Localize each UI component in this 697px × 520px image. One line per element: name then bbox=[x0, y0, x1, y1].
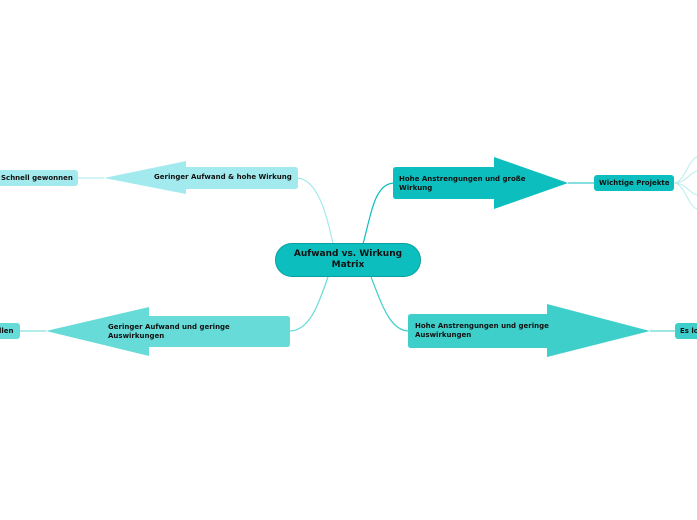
topic-high-effort-low-impact[interactable]: Hohe Anstrengungen und geringe Auswirkun… bbox=[415, 322, 549, 340]
central-topic-line2: Matrix bbox=[331, 260, 365, 270]
topic-low-effort-low-impact[interactable]: Geringer Aufwand und geringe Auswirkunge… bbox=[108, 323, 230, 341]
topic-high-effort-low-impact-line1: Hohe Anstrengungen und geringe bbox=[415, 322, 549, 330]
connector-top-right bbox=[362, 182, 394, 245]
leaf-bottom-left-label: llen bbox=[0, 326, 14, 335]
arrow-top-left bbox=[104, 161, 298, 194]
topic-high-effort-high-impact[interactable]: Hohe Anstrengungen und große Wirkung bbox=[399, 175, 526, 193]
leaf-important-projects-label: Wichtige Projekte bbox=[599, 178, 670, 187]
topic-low-effort-high-impact-label: Geringer Aufwand & hohe Wirkung bbox=[154, 173, 292, 181]
leaf-quick-wins[interactable]: Schnell gewonnen bbox=[0, 170, 78, 186]
topic-high-effort-low-impact-line2: Auswirkungen bbox=[415, 331, 472, 339]
arrow-bottom-left bbox=[46, 307, 290, 356]
topic-low-effort-low-impact-line1: Geringer Aufwand und geringe bbox=[108, 323, 230, 331]
leaf-bottom-right[interactable]: Es lo bbox=[675, 323, 697, 339]
connector-bottom-left bbox=[289, 276, 329, 332]
central-topic[interactable]: Aufwand vs. Wirkung Matrix bbox=[275, 243, 421, 277]
connector-top-left bbox=[297, 177, 334, 245]
topic-high-effort-high-impact-line1: Hohe Anstrengungen und große bbox=[399, 175, 526, 183]
topic-high-effort-high-impact-line2: Wirkung bbox=[399, 184, 433, 192]
leaf-bottom-right-label: Es lo bbox=[680, 326, 697, 335]
leaf-bottom-left[interactable]: llen bbox=[0, 323, 20, 339]
connector-bottom-right bbox=[370, 276, 409, 332]
connector-subitems bbox=[673, 156, 697, 210]
leaf-important-projects[interactable]: Wichtige Projekte bbox=[594, 175, 674, 191]
leaf-quick-wins-label: Schnell gewonnen bbox=[1, 173, 73, 182]
topic-low-effort-low-impact-line2: Auswirkungen bbox=[108, 332, 165, 340]
arrow-bottom-right bbox=[408, 304, 650, 357]
topic-low-effort-high-impact[interactable]: Geringer Aufwand & hohe Wirkung bbox=[154, 173, 292, 182]
arrow-top-right bbox=[393, 157, 568, 209]
central-topic-line1: Aufwand vs. Wirkung bbox=[293, 249, 403, 259]
